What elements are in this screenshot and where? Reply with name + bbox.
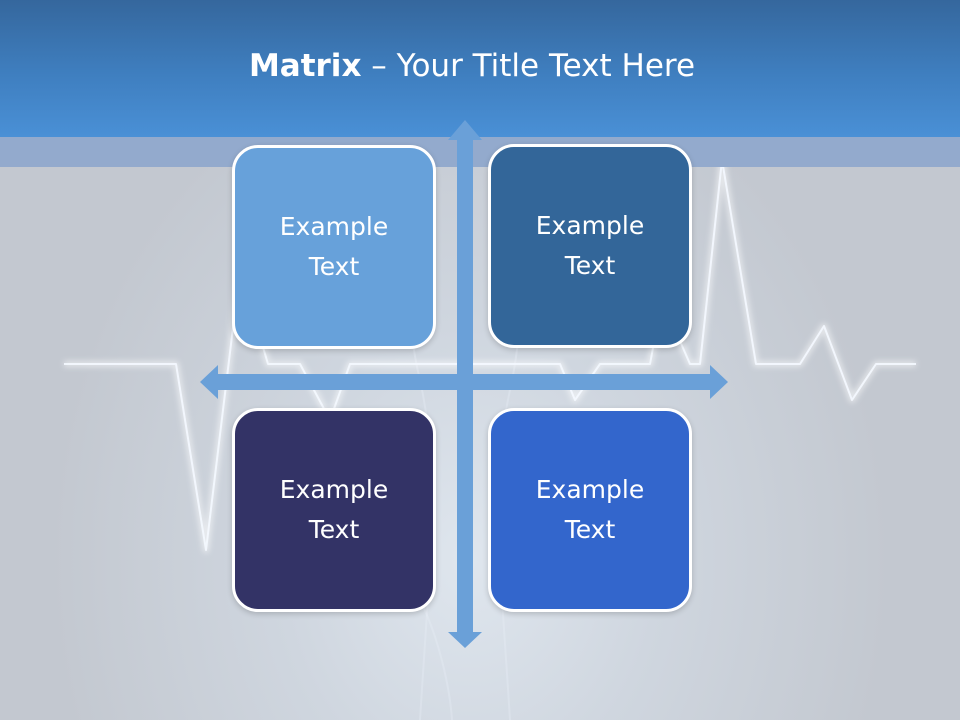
title-rest: – Your Title Text Here	[361, 48, 696, 84]
title-bold: Matrix	[248, 48, 362, 84]
ecg-line	[64, 157, 916, 553]
title-bar	[0, 0, 960, 137]
horizontal-axis-arrow	[200, 365, 728, 399]
quadrant-label: Example Text	[535, 475, 645, 544]
quadrant-top-left: Example Text	[232, 145, 436, 349]
quadrant-bottom-left: Example Text	[232, 408, 436, 612]
quadrant-bottom-right: Example Text	[488, 408, 692, 612]
title-underband	[0, 137, 960, 167]
quadrant-top-right: Example Text	[488, 144, 692, 348]
quadrant-label: Example Text	[279, 212, 389, 281]
page-title: Matrix – Your Title Text Here	[0, 48, 944, 84]
quadrant-label: Example Text	[279, 475, 389, 544]
quadrant-label: Example Text	[535, 211, 645, 280]
